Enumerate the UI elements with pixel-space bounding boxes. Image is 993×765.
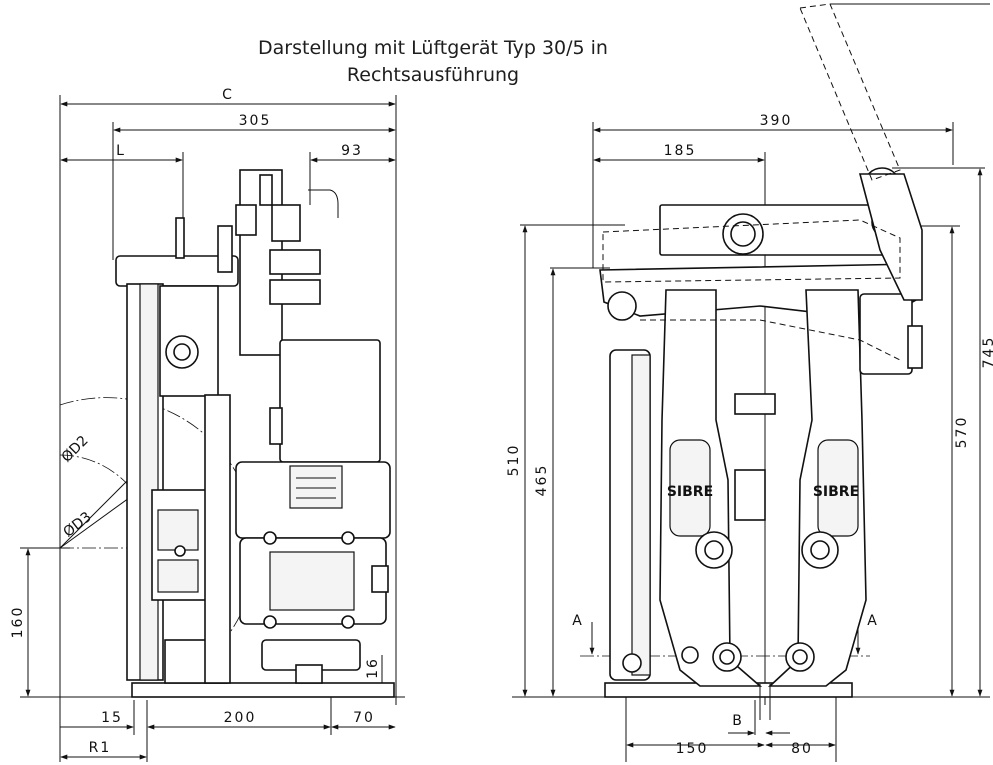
dim-150: 150: [676, 741, 709, 757]
dim-70: 70: [353, 710, 375, 726]
dim-b: B: [732, 713, 742, 729]
dim-305: 305: [239, 113, 272, 129]
dim-390: 390: [760, 113, 793, 129]
section-label-right: A: [867, 613, 877, 629]
right-brake-body: SIBRE SIBRE: [599, 3, 990, 720]
dim-510: 510: [506, 444, 522, 477]
title-line-2: Rechtsausführung: [347, 64, 519, 86]
left-view: C 305 L 93 160 16 15 200 70 R1 ØD2 ØD3: [10, 87, 405, 762]
dim-c: C: [222, 87, 234, 103]
dim-465: 465: [534, 464, 550, 497]
left-brake-body: [115, 169, 395, 698]
dim-745: 745: [981, 336, 993, 369]
dim-80: 80: [791, 741, 813, 757]
dim-15: 15: [101, 710, 123, 726]
dim-160: 160: [10, 606, 26, 639]
dim-200: 200: [224, 710, 257, 726]
dim-185: 185: [664, 143, 697, 159]
logo-right: SIBRE: [813, 484, 859, 500]
dim-93: 93: [341, 143, 363, 159]
logo-left: SIBRE: [667, 484, 713, 500]
section-label-left: A: [572, 613, 582, 629]
dim-r1: R1: [89, 740, 112, 756]
dim-d2: ØD2: [59, 433, 92, 466]
dim-570: 570: [954, 416, 970, 449]
dim-16: 16: [365, 657, 381, 679]
right-view: 390 185 510 465 570 745 150 80 B A A: [506, 3, 993, 762]
title-line-1: Darstellung mit Lüftgerät Typ 30/5 in: [258, 37, 608, 59]
dim-l: L: [116, 143, 126, 159]
